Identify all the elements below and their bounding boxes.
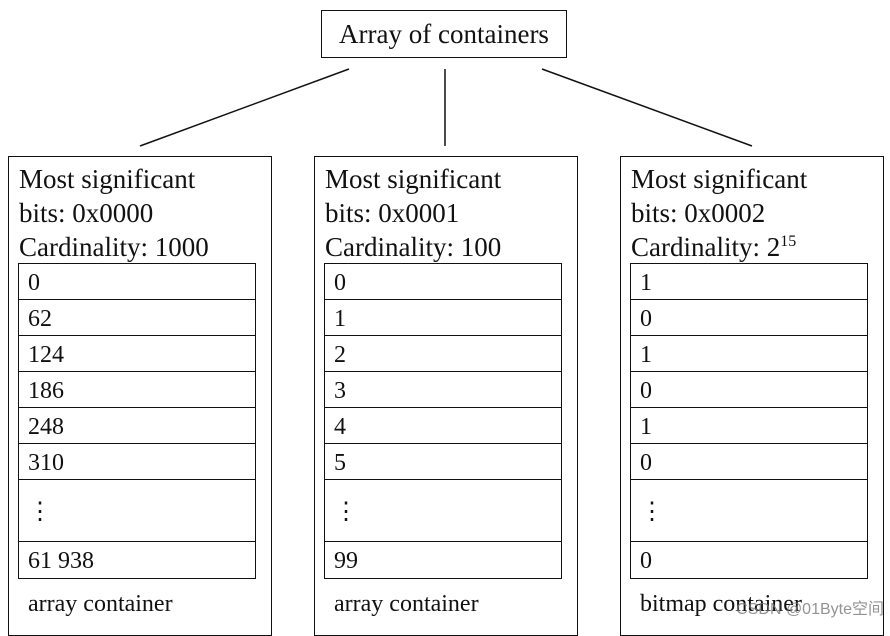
value-cell: 248 bbox=[18, 407, 256, 445]
ellipsis-cell: ⋮ bbox=[18, 479, 256, 543]
value-text: 99 bbox=[334, 548, 358, 574]
cardinality-prefix: Cardinality: bbox=[19, 232, 155, 262]
array-of-containers-box: Array of containers bbox=[321, 10, 567, 58]
value-text: 2 bbox=[334, 342, 346, 368]
value-text: 0 bbox=[334, 270, 346, 296]
value-cell: 4 bbox=[324, 407, 562, 445]
container-0x0000: Most significant bits: 0x0000 Cardinalit… bbox=[8, 156, 272, 636]
cardinality-line: Cardinality: 215 bbox=[631, 234, 796, 261]
cardinality-line: Cardinality: 1000 bbox=[19, 234, 209, 261]
value-text: 1 bbox=[640, 414, 652, 440]
value-text: 124 bbox=[28, 342, 64, 368]
value-cell: 1 bbox=[630, 263, 868, 301]
value-text: 61 938 bbox=[28, 548, 94, 574]
watermark: CSDN @01Byte空间 bbox=[736, 601, 884, 618]
cardinality-prefix: Cardinality: bbox=[325, 232, 461, 262]
value-text: 5 bbox=[334, 450, 346, 476]
value-text: 1 bbox=[640, 270, 652, 296]
container-0x0002: Most significant bits: 0x0002 Cardinalit… bbox=[620, 156, 884, 636]
value-cell: 5 bbox=[324, 443, 562, 481]
value-text: 3 bbox=[334, 378, 346, 404]
cardinality-exponent: 15 bbox=[780, 233, 797, 250]
cardinality-value: 100 bbox=[460, 232, 502, 262]
vertical-ellipsis: ⋮ bbox=[334, 499, 358, 525]
value-cell: 124 bbox=[18, 335, 256, 373]
value-cell: 0 bbox=[630, 299, 868, 337]
msb-label: Most significant bbox=[325, 164, 502, 194]
container-type-label: array container bbox=[334, 591, 479, 617]
connector-line-right bbox=[541, 68, 753, 147]
value-cell: 186 bbox=[18, 371, 256, 409]
value-cell: 61 938 bbox=[18, 541, 256, 579]
value-text: 0 bbox=[640, 378, 652, 404]
value-text: 4 bbox=[334, 414, 346, 440]
ellipsis-cell: ⋮ bbox=[630, 479, 868, 543]
container-0x0001: Most significant bits: 0x0001 Cardinalit… bbox=[314, 156, 578, 636]
value-text: 0 bbox=[640, 306, 652, 332]
value-cell: 1 bbox=[630, 335, 868, 373]
value-text: 0 bbox=[640, 450, 652, 476]
msb-value: bits: 0x0001 bbox=[325, 198, 460, 228]
value-cell: 0 bbox=[630, 541, 868, 579]
value-cell: 62 bbox=[18, 299, 256, 337]
msb-value: bits: 0x0000 bbox=[19, 198, 154, 228]
value-text: 186 bbox=[28, 378, 64, 404]
connector-lines bbox=[139, 68, 753, 147]
container-type-label: array container bbox=[28, 591, 173, 617]
value-text: 1 bbox=[640, 342, 652, 368]
array-of-containers-label: Array of containers bbox=[339, 18, 549, 49]
value-cell: 2 bbox=[324, 335, 562, 373]
container-type-label: bitmap container bbox=[640, 591, 802, 617]
vertical-ellipsis: ⋮ bbox=[28, 499, 52, 525]
cardinality-value: 1000 bbox=[154, 232, 209, 262]
value-cell: 0 bbox=[324, 263, 562, 301]
value-cell: 99 bbox=[324, 541, 562, 579]
value-cell: 0 bbox=[630, 371, 868, 409]
cardinality-line: Cardinality: 100 bbox=[325, 234, 501, 261]
value-text: 248 bbox=[28, 414, 64, 440]
msb-label: Most significant bbox=[631, 164, 808, 194]
vertical-ellipsis: ⋮ bbox=[640, 499, 664, 525]
msb-value: bits: 0x0002 bbox=[631, 198, 766, 228]
value-cell: 1 bbox=[630, 407, 868, 445]
connector-line-left bbox=[139, 68, 350, 147]
value-text: 0 bbox=[640, 548, 652, 574]
value-text: 62 bbox=[28, 306, 52, 332]
msb-label: Most significant bbox=[19, 164, 196, 194]
value-cell: 310 bbox=[18, 443, 256, 481]
value-cell: 1 bbox=[324, 299, 562, 337]
cardinality-prefix: Cardinality: bbox=[631, 232, 767, 262]
ellipsis-cell: ⋮ bbox=[324, 479, 562, 543]
value-cell: 0 bbox=[18, 263, 256, 301]
value-cell: 3 bbox=[324, 371, 562, 409]
value-text: 310 bbox=[28, 450, 64, 476]
cardinality-value: 2 bbox=[766, 232, 781, 262]
value-text: 0 bbox=[28, 270, 40, 296]
value-cell: 0 bbox=[630, 443, 868, 481]
value-text: 1 bbox=[334, 306, 346, 332]
